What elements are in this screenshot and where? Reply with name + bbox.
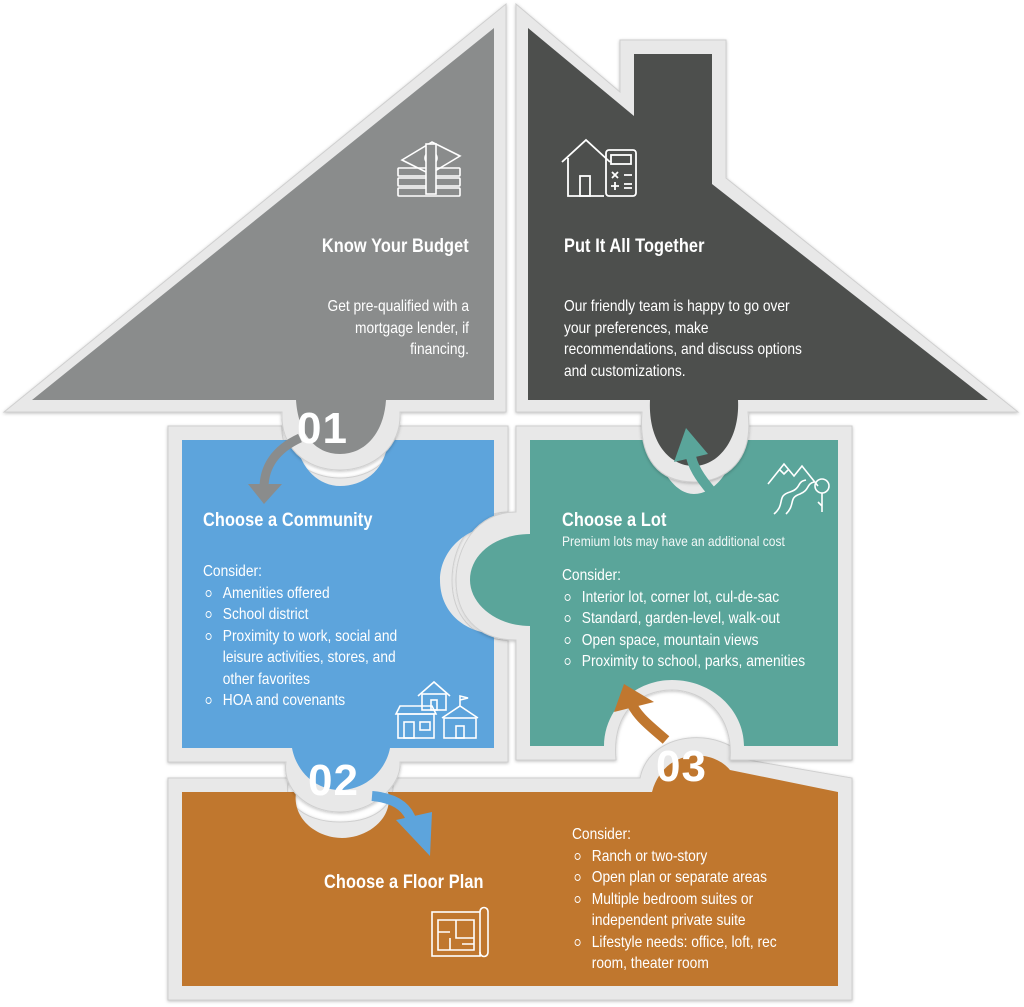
lot-item: Interior lot, corner lot, cul-de-sac <box>562 587 820 609</box>
together-title: Put It All Together <box>564 236 705 257</box>
step-number-03: 03 <box>656 742 707 791</box>
floorplan-item: Lifestyle needs: office, loft, rec room,… <box>572 932 787 975</box>
lot-subtitle: Premium lots may have an additional cost <box>562 533 785 549</box>
floorplan-piece <box>167 737 853 1001</box>
arrow-community-to-floorplan <box>371 791 432 856</box>
community-item: School district <box>203 604 403 626</box>
step-number-01: 01 <box>297 404 348 453</box>
lot-consider-label: Consider: <box>562 567 621 584</box>
floorplan-item: Open plan or separate areas <box>572 867 787 889</box>
town-buildings-icon <box>394 676 484 747</box>
floorplan-item: Ranch or two-story <box>572 846 787 868</box>
together-piece <box>515 2 1020 483</box>
community-title: Choose a Community <box>203 510 373 531</box>
floorplan-consider-list: Consider: Ranch or two-story Open plan o… <box>572 824 787 975</box>
arrow-budget-to-community <box>248 433 303 504</box>
arrow-lot-to-together <box>674 428 716 496</box>
lot-title: Choose a Lot <box>562 510 667 531</box>
floorplan-consider-label: Consider: <box>572 826 631 843</box>
step-number-02: 02 <box>308 756 359 805</box>
together-description: Our friendly team is happy to go over yo… <box>564 298 802 380</box>
lot-item: Proximity to school, parks, amenities <box>562 651 820 673</box>
floorplan-title: Choose a Floor Plan <box>324 872 484 893</box>
lot-item: Standard, garden-level, walk-out <box>562 608 820 630</box>
community-consider-label: Consider: <box>203 563 262 580</box>
community-item: HOA and covenants <box>203 690 403 712</box>
budget-title: Know Your Budget <box>322 236 469 257</box>
house-calculator-icon <box>558 136 642 205</box>
community-item: Proximity to work, social and leisure ac… <box>203 626 403 691</box>
money-stack-icon: $ <box>394 138 468 203</box>
budget-piece <box>2 2 507 471</box>
blueprint-icon <box>428 904 490 965</box>
lot-piece <box>455 425 853 761</box>
budget-description: Get pre-qualified with a mortgage lender… <box>327 298 469 358</box>
mountain-road-icon <box>766 456 836 523</box>
community-item: Amenities offered <box>203 583 403 605</box>
lot-consider-list: Consider: Interior lot, corner lot, cul-… <box>562 565 820 673</box>
lot-item: Open space, mountain views <box>562 630 820 652</box>
arrow-floorplan-to-lot <box>614 684 670 744</box>
floorplan-item: Multiple bedroom suites or independent p… <box>572 889 787 932</box>
community-consider-list: Consider: Amenities offered School distr… <box>203 561 403 712</box>
community-piece <box>167 425 509 813</box>
